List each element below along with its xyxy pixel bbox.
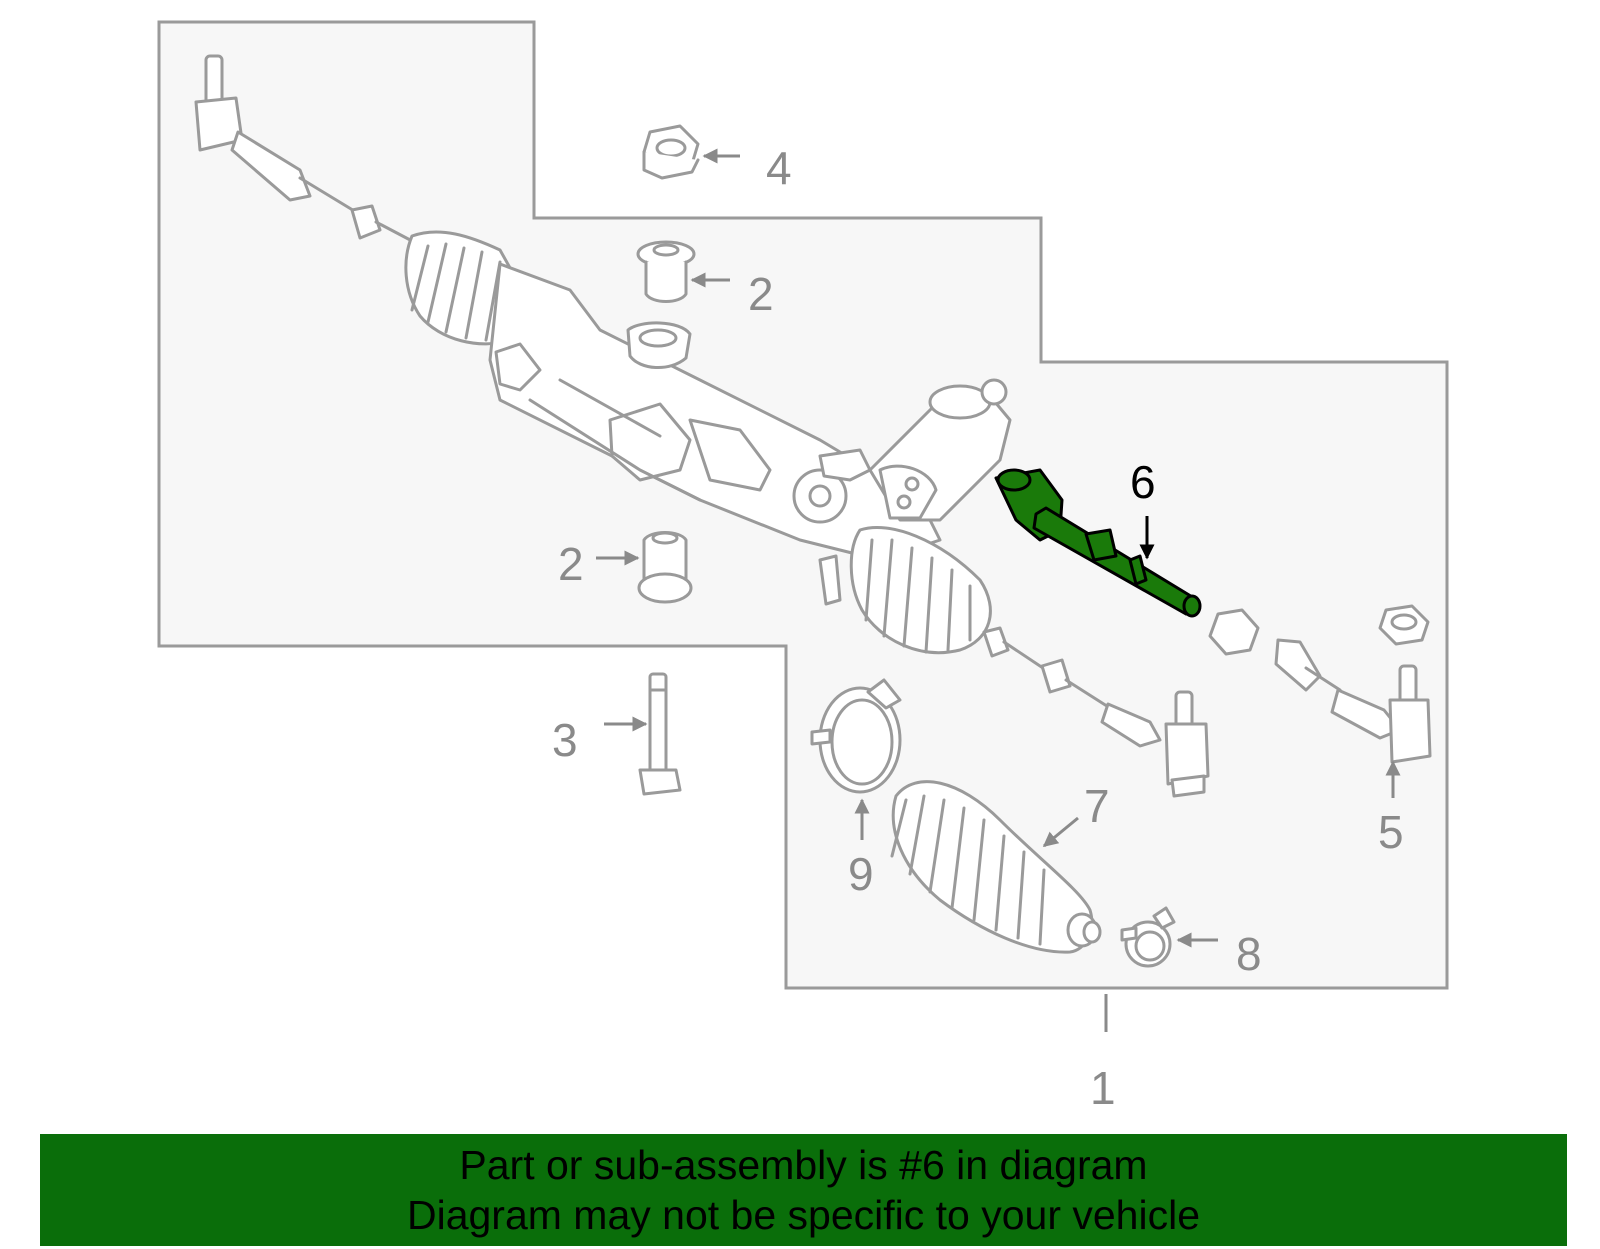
nut-right xyxy=(1378,604,1430,646)
inner-tie-rod-highlighted xyxy=(994,468,1202,618)
mounting-bolt xyxy=(638,672,682,796)
info-banner: Part or sub-assembly is #6 in diagram Di… xyxy=(40,1134,1567,1246)
boot-clamp-small xyxy=(1120,906,1176,968)
callout-2-lower: 2 xyxy=(558,538,584,590)
banner-line-1: Part or sub-assembly is #6 in diagram xyxy=(459,1142,1148,1188)
callout-8: 8 xyxy=(1236,928,1262,980)
callout-9: 9 xyxy=(848,848,874,900)
nut-upper xyxy=(642,124,700,180)
callout-leaders xyxy=(596,148,1401,1032)
callout-2-upper: 2 xyxy=(748,268,774,320)
callout-1: 1 xyxy=(1090,1062,1116,1114)
banner-line-2: Diagram may not be specific to your vehi… xyxy=(406,1192,1200,1238)
boot-clamp-large xyxy=(810,678,902,794)
replacement-boot xyxy=(890,780,1102,954)
right-boot xyxy=(818,525,992,655)
right-tie-rod-and-end xyxy=(982,626,1210,798)
rack-housing xyxy=(488,262,942,562)
outer-tie-rod-end xyxy=(1274,638,1432,764)
motor-unit xyxy=(818,378,1012,522)
bushing-upper xyxy=(636,240,696,303)
jam-nut xyxy=(1208,608,1260,656)
callout-5: 5 xyxy=(1378,806,1404,858)
callout-7: 7 xyxy=(1084,780,1110,832)
bushing-lower xyxy=(637,531,693,604)
left-tie-rod-end xyxy=(194,54,416,244)
callout-4: 4 xyxy=(766,142,792,194)
callout-6: 6 xyxy=(1130,456,1156,508)
callout-3: 3 xyxy=(552,714,578,766)
